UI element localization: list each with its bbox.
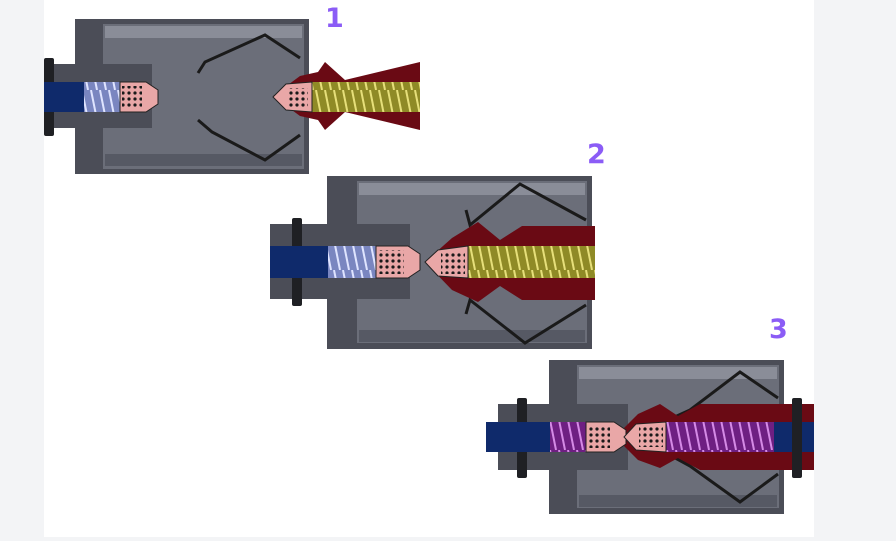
step-1-clip-top <box>196 33 301 74</box>
step-1-right-spring <box>312 82 420 112</box>
step-1-number: 1 <box>325 3 344 34</box>
step-1-assembly <box>44 19 420 174</box>
step-2-clip-bottom <box>464 297 587 345</box>
step-3-left-spring <box>550 422 586 452</box>
step-1-clip-bottom <box>197 118 301 162</box>
step-3-rod <box>486 422 550 452</box>
step-2-rod <box>270 246 328 278</box>
step-3-right-nut <box>792 398 802 478</box>
step-2-assembly <box>270 176 595 349</box>
step-3-right-spring <box>666 422 774 452</box>
step-3-number: 3 <box>769 314 788 345</box>
step-2-right-spring <box>468 246 595 278</box>
step-1-left-spring <box>84 82 120 112</box>
step-2-clip-top <box>464 182 587 228</box>
step-1-rod <box>44 82 84 112</box>
step-3-clip-top <box>667 370 779 422</box>
step-2-number: 2 <box>587 139 606 170</box>
step-3-assembly <box>486 360 814 514</box>
step-2-left-spring <box>328 246 376 278</box>
step-3-clip-bottom <box>667 452 779 504</box>
